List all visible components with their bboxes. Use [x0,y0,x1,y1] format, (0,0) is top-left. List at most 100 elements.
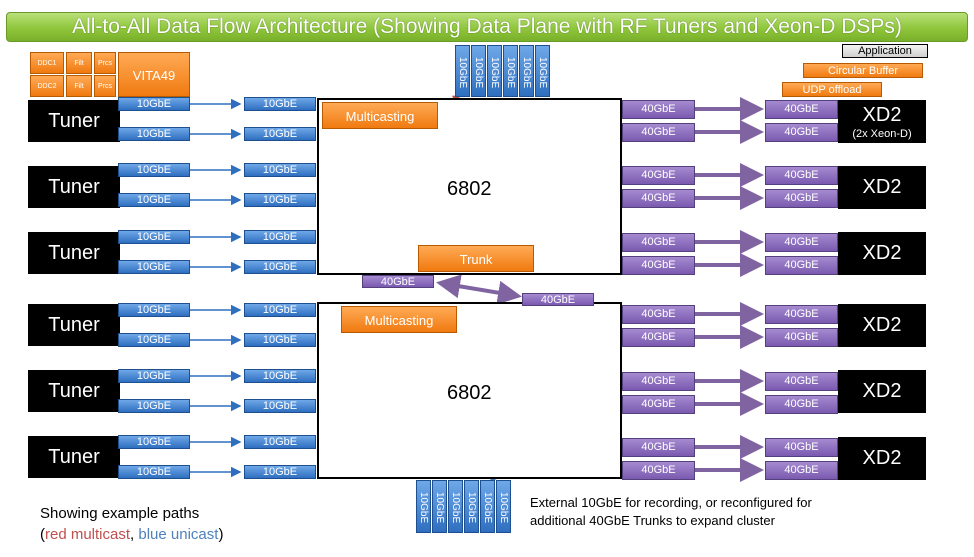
switch-port-40g: 40GbE [622,100,695,119]
legend-open-paren: ( [40,526,45,543]
trunk-port-top: 40GbE [362,275,434,288]
xd2-label: XD2 [862,104,902,126]
diagram-title: All-to-All Data Flow Architecture (Showi… [6,12,968,42]
udp-offload-label: UDP offload [782,82,882,97]
switch-port-40g: 40GbE [622,328,695,347]
legend-red: red multicast [45,526,131,543]
switch-port-10g: 10GbE [244,303,316,317]
switch-port-40g: 40GbE [622,123,695,142]
tuner-3: Tuner [28,232,120,274]
switch-label: 6802 [447,178,492,200]
xd2-port-40g: 40GbE [765,189,838,208]
switch-port-10g: 10GbE [244,435,316,449]
external-note: External 10GbE for recording, or reconfi… [530,494,812,530]
tuner-port-10g: 10GbE [118,230,190,244]
switch-port-40g: 40GbE [622,233,695,252]
legend-close-paren: ) [218,526,224,543]
xd2-port-40g: 40GbE [765,372,838,391]
switch-port-10g: 10GbE [244,230,316,244]
trunk-label: Trunk [418,245,534,272]
xd2-port-40g: 40GbE [765,233,838,252]
xd2-node-6: XD2 [838,437,926,480]
switch-port-10g: 10GbE [244,260,316,274]
switch-port-10g: 10GbE [244,163,316,177]
vita49-subblock: Filt [66,75,92,97]
external-port-10g: 10GbE [471,45,486,97]
xd2-node-4: XD2 [838,304,926,347]
switch-port-40g: 40GbE [622,395,695,414]
legend: Showing example paths (red multicast, bl… [40,503,223,545]
xd2-sublabel: (2x Xeon-D) [852,128,912,140]
external-port-10g: 10GbE [503,45,518,97]
switch-port-40g: 40GbE [622,305,695,324]
tuner-port-10g: 10GbE [118,435,190,449]
legend-line2: (red multicast, blue unicast) [40,524,223,545]
tuner-port-10g: 10GbE [118,333,190,347]
vita49-subblock: Prcs [94,75,116,97]
tuner-to-switch-links [190,98,242,478]
external-port-10g: 10GbE [416,480,431,533]
xd2-port-40g: 40GbE [765,395,838,414]
tuner-port-10g: 10GbE [118,303,190,317]
switch-port-10g: 10GbE [244,399,316,413]
switch-port-10g: 10GbE [244,333,316,347]
tuner-port-10g: 10GbE [118,369,190,383]
switch-port-10g: 10GbE [244,369,316,383]
xd2-node-5: XD2 [838,370,926,413]
tuner-6: Tuner [28,436,120,478]
vita49-subblock: Prcs [94,52,116,74]
switch-port-10g: 10GbE [244,97,316,111]
xd2-node-1: XD2 (2x Xeon-D) [838,100,926,143]
xd2-port-40g: 40GbE [765,305,838,324]
external-port-10g: 10GbE [480,480,495,533]
xd2-port-40g: 40GbE [765,123,838,142]
switch-port-40g: 40GbE [622,438,695,457]
tuner-4: Tuner [28,304,120,346]
external-port-10g: 10GbE [464,480,479,533]
vita49-subblock: Filt [66,52,92,74]
switch-label: 6802 [447,382,492,404]
circular-buffer-label: Circular Buffer [803,63,923,78]
switch-port-10g: 10GbE [244,127,316,141]
switch-port-10g: 10GbE [244,465,316,479]
switch-to-xd2-links [695,97,764,482]
trunk-port-bottom: 40GbE [522,293,594,306]
external-port-10g: 10GbE [455,45,470,97]
switch-port-40g: 40GbE [622,372,695,391]
legend-comma: , [130,526,139,543]
multicasting-label-top: Multicasting [322,102,438,129]
application-label: Application [842,44,928,58]
xd2-port-40g: 40GbE [765,461,838,480]
trunk-link [436,274,522,305]
xd2-node-2: XD2 [838,166,926,209]
legend-line1: Showing example paths [40,505,200,522]
tuner-2: Tuner [28,166,120,208]
switch-port-40g: 40GbE [622,189,695,208]
tuner-port-10g: 10GbE [118,127,190,141]
tuner-5: Tuner [28,370,120,412]
xd2-port-40g: 40GbE [765,256,838,275]
switch-port-40g: 40GbE [622,166,695,185]
tuner-port-10g: 10GbE [118,260,190,274]
external-port-10g: 10GbE [448,480,463,533]
external-port-10g: 10GbE [487,45,502,97]
xd2-port-40g: 40GbE [765,438,838,457]
external-port-10g: 10GbE [496,480,511,533]
switch-port-10g: 10GbE [244,193,316,207]
legend-blue: blue unicast [138,526,219,543]
tuner-port-10g: 10GbE [118,399,190,413]
switch-port-40g: 40GbE [622,461,695,480]
vita49-label: VITA49 [118,52,190,97]
external-port-10g: 10GbE [519,45,534,97]
external-port-10g: 10GbE [432,480,447,533]
tuner-1: Tuner [28,100,120,142]
vita49-subblock: DDC1 [30,52,64,74]
xd2-port-40g: 40GbE [765,166,838,185]
external-note-line1: External 10GbE for recording, or reconfi… [530,495,812,510]
xd2-port-40g: 40GbE [765,328,838,347]
xd2-port-40g: 40GbE [765,100,838,119]
switch-port-40g: 40GbE [622,256,695,275]
xd2-node-3: XD2 [838,232,926,275]
external-port-10g: 10GbE [535,45,550,97]
tuner-port-10g: 10GbE [118,97,190,111]
